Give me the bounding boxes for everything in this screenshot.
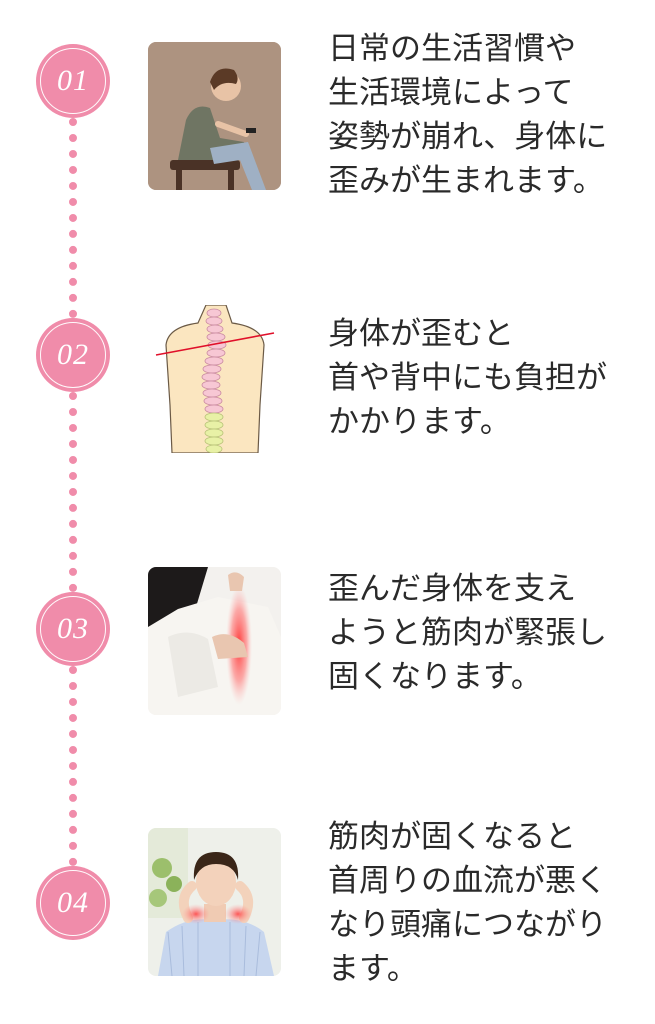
caption-line: なり頭痛につながり [328, 907, 607, 943]
caption-line: ようと筋肉が緊張し [328, 615, 607, 651]
caption-line: 歪みが生まれます。 [328, 163, 604, 199]
step-description: 日常の生活習慣や 生活環境によって 姿勢が崩れ、身体に 歪みが生まれます。 [328, 27, 638, 203]
step-number: 02 [57, 338, 89, 371]
step-number: 03 [57, 612, 89, 645]
dotted-connector [69, 392, 77, 592]
step-number: 01 [57, 64, 89, 97]
caption-line: 日常の生活習慣や [328, 31, 576, 67]
dotted-connector [69, 118, 77, 318]
step-description: 筋肉が固くなると 首周りの血流が悪く なり頭痛につながり ます。 [328, 815, 638, 991]
caption-line: 固くなります。 [328, 659, 542, 695]
step-number-badge: 02 [36, 318, 110, 392]
step-description: 歪んだ身体を支え ようと筋肉が緊張し 固くなります。 [328, 567, 638, 699]
caption-line: 生活環境によって [328, 75, 574, 111]
caption-line: 首や背中にも負担が [328, 360, 607, 396]
step-number: 04 [57, 886, 89, 919]
dotted-connector [69, 666, 77, 866]
back-pain-image [148, 567, 281, 715]
step-description: 身体が歪むと 首や背中にも負担が かかります。 [328, 312, 638, 444]
caption-line: 姿勢が崩れ、身体に [328, 119, 608, 155]
neck-pain-image [148, 828, 281, 976]
woman-using-phone-image [148, 42, 281, 190]
curved-spine-illustration [148, 305, 281, 453]
caption-line: かかります。 [328, 404, 511, 440]
caption-line: 首周りの血流が悪く [328, 863, 607, 899]
step-number-badge: 04 [36, 866, 110, 940]
caption-line: 身体が歪むと [328, 316, 514, 352]
step-number-badge: 01 [36, 44, 110, 118]
caption-line: 筋肉が固くなると [328, 819, 576, 855]
caption-line: 歪んだ身体を支え [328, 571, 576, 607]
caption-line: ます。 [328, 951, 418, 987]
step-number-badge: 03 [36, 592, 110, 666]
